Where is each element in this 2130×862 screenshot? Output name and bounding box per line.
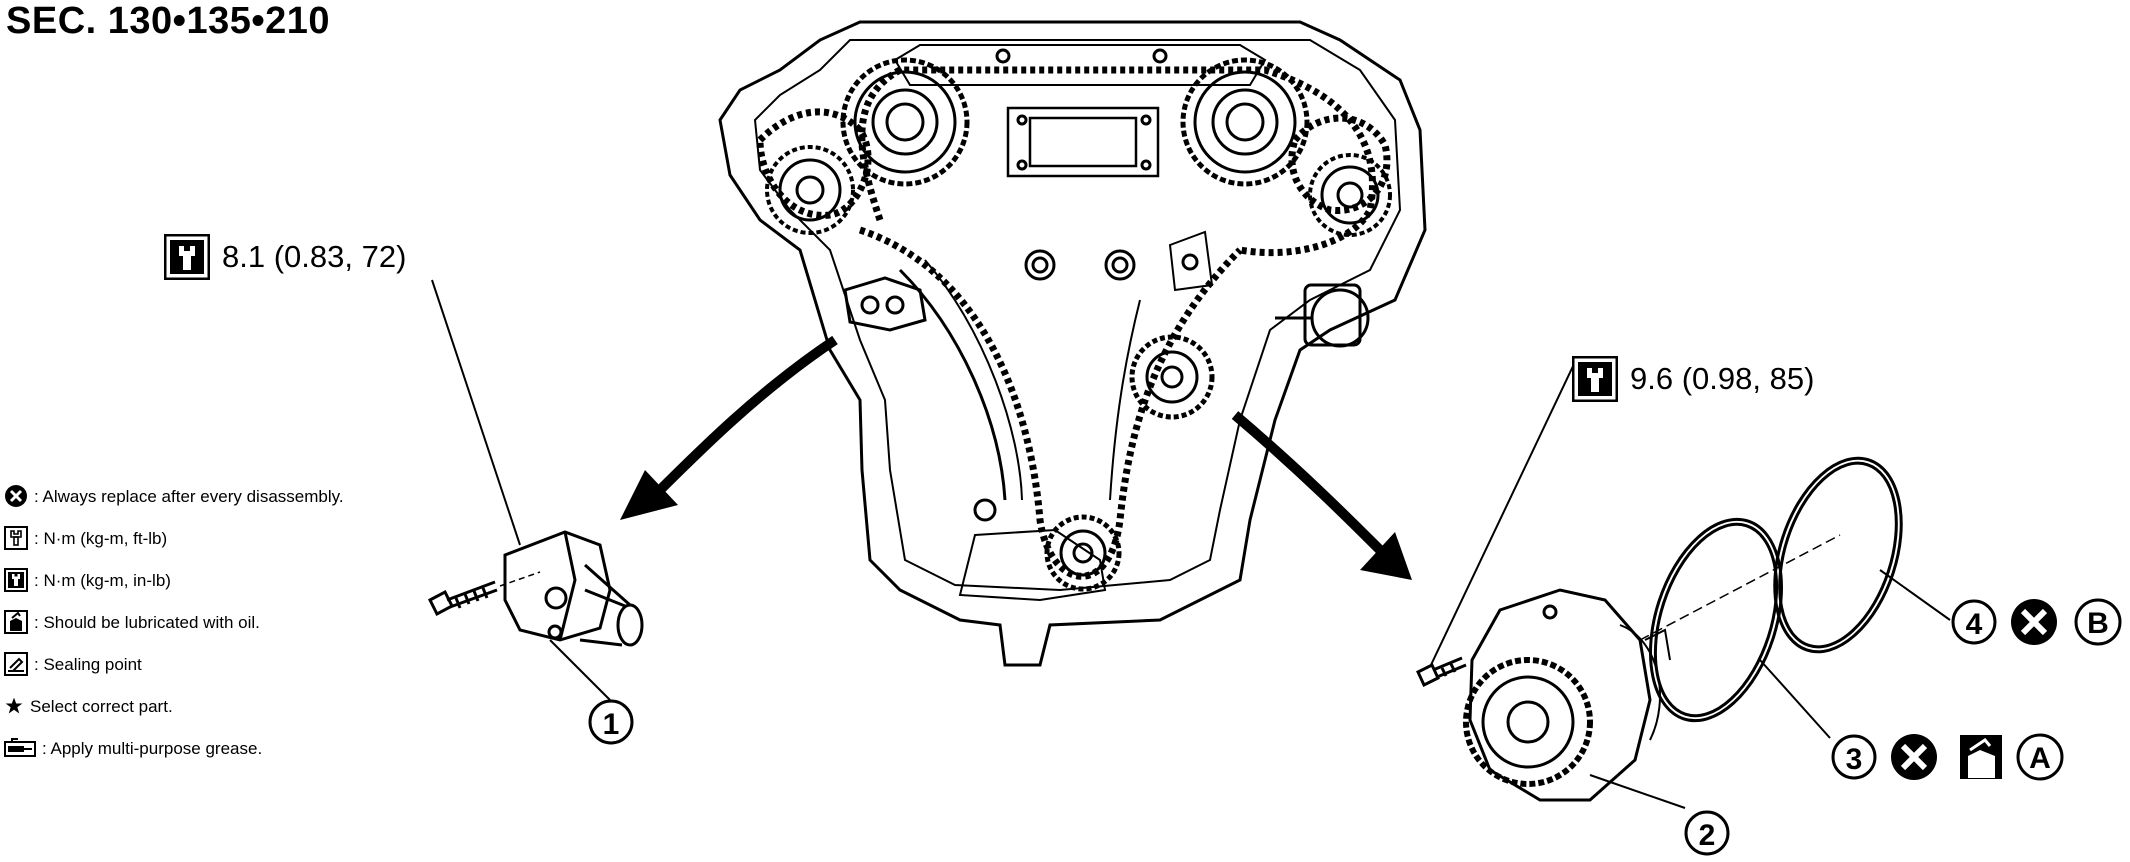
camshaft-sprocket-right-exhaust	[1308, 153, 1392, 237]
water-pump-bolt	[1416, 656, 1467, 688]
torque-value-water-pump: 9.6 (0.98, 85)	[1630, 361, 1815, 396]
legend-text: : Apply multi-purpose grease.	[42, 738, 263, 758]
always-replace-icon	[5, 485, 27, 507]
sealing-point-icon	[4, 652, 28, 676]
torque-callout-water-pump: 9.6 (0.98, 85)	[1572, 356, 1814, 402]
legend-row-torque-ftlb: : N·m (kg-m, ft-lb)	[4, 523, 344, 553]
camshaft-sprocket-left-exhaust	[765, 145, 855, 235]
always-replace-icon	[2011, 599, 2057, 645]
tensioner-bolt	[428, 580, 498, 617]
camshaft-sprocket-left-intake	[840, 57, 970, 187]
legend-row-lubricate-oil: : Should be lubricated with oil.	[4, 607, 344, 637]
legend-text: : Sealing point	[34, 654, 142, 674]
callout-1-label: 1	[603, 708, 620, 741]
torque-value-tensioner: 8.1 (0.83, 72)	[222, 239, 407, 274]
legend-row-grease: : Apply multi-purpose grease.	[4, 733, 344, 763]
callout-3: 3	[1831, 734, 1877, 780]
camshaft-sprocket-right-intake	[1180, 57, 1310, 187]
callout-letter-b-label: B	[2087, 607, 2109, 640]
legend-row-torque-inlb: : N·m (kg-m, in-lb)	[4, 565, 344, 595]
leader-lines	[431, 279, 1951, 809]
arrow-to-tensioner	[620, 335, 838, 520]
callout-2-label: 2	[1699, 819, 1716, 852]
o-ring-4	[1773, 456, 1903, 654]
callout-2: 2	[1684, 810, 1730, 856]
legend-text: : Should be lubricated with oil.	[34, 612, 260, 632]
star-icon	[5, 697, 23, 714]
callout-4-label: 4	[1966, 608, 1983, 641]
legend-text: : Always replace after every disassembly…	[34, 486, 344, 506]
oil-can-icon	[4, 610, 28, 634]
arrow-to-water-pump	[1231, 411, 1412, 580]
water-pump	[1463, 588, 1671, 802]
idler-right	[1275, 283, 1370, 348]
legend-row-sealing-point: : Sealing point	[4, 649, 344, 679]
oil-can-icon	[1960, 735, 2002, 779]
legend-text: Select correct part.	[30, 696, 173, 716]
water-pump-sprocket-on-engine	[1129, 334, 1215, 420]
section-title: SEC. 130•135•210	[6, 0, 331, 42]
torque-wrench-ftlb-icon	[4, 526, 28, 550]
callout-1: 1	[588, 699, 634, 745]
callout-letter-a-label: A	[2029, 742, 2051, 775]
torque-callout-tensioner: 8.1 (0.83, 72)	[164, 234, 406, 280]
crankshaft-sprocket	[1044, 514, 1122, 592]
legend-row-select-part: Select correct part.	[4, 691, 344, 721]
symbol-legend: : Always replace after every disassembly…	[4, 481, 344, 775]
tensioner-bolt-centerline	[499, 571, 541, 587]
grease-gun-icon	[4, 738, 36, 757]
torque-wrench-inlb-icon	[1572, 356, 1618, 402]
always-replace-icon	[1891, 734, 1937, 780]
legend-text: : N·m (kg-m, ft-lb)	[34, 528, 168, 548]
callout-3-label: 3	[1846, 743, 1863, 776]
legend-row-always-replace: : Always replace after every disassembly…	[4, 481, 344, 511]
o-ring-3	[1649, 517, 1783, 723]
torque-wrench-inlb-icon	[4, 568, 28, 592]
callout-letter-b: B	[2074, 598, 2122, 646]
callout-letter-a: A	[2016, 733, 2064, 781]
legend-text: : N·m (kg-m, in-lb)	[34, 570, 171, 590]
callout-4: 4	[1951, 599, 1997, 645]
chain-tensioner	[503, 530, 644, 647]
torque-wrench-inlb-icon	[164, 234, 210, 280]
tensioner-on-engine	[843, 276, 927, 332]
water-pump-centerline	[1639, 534, 1841, 641]
